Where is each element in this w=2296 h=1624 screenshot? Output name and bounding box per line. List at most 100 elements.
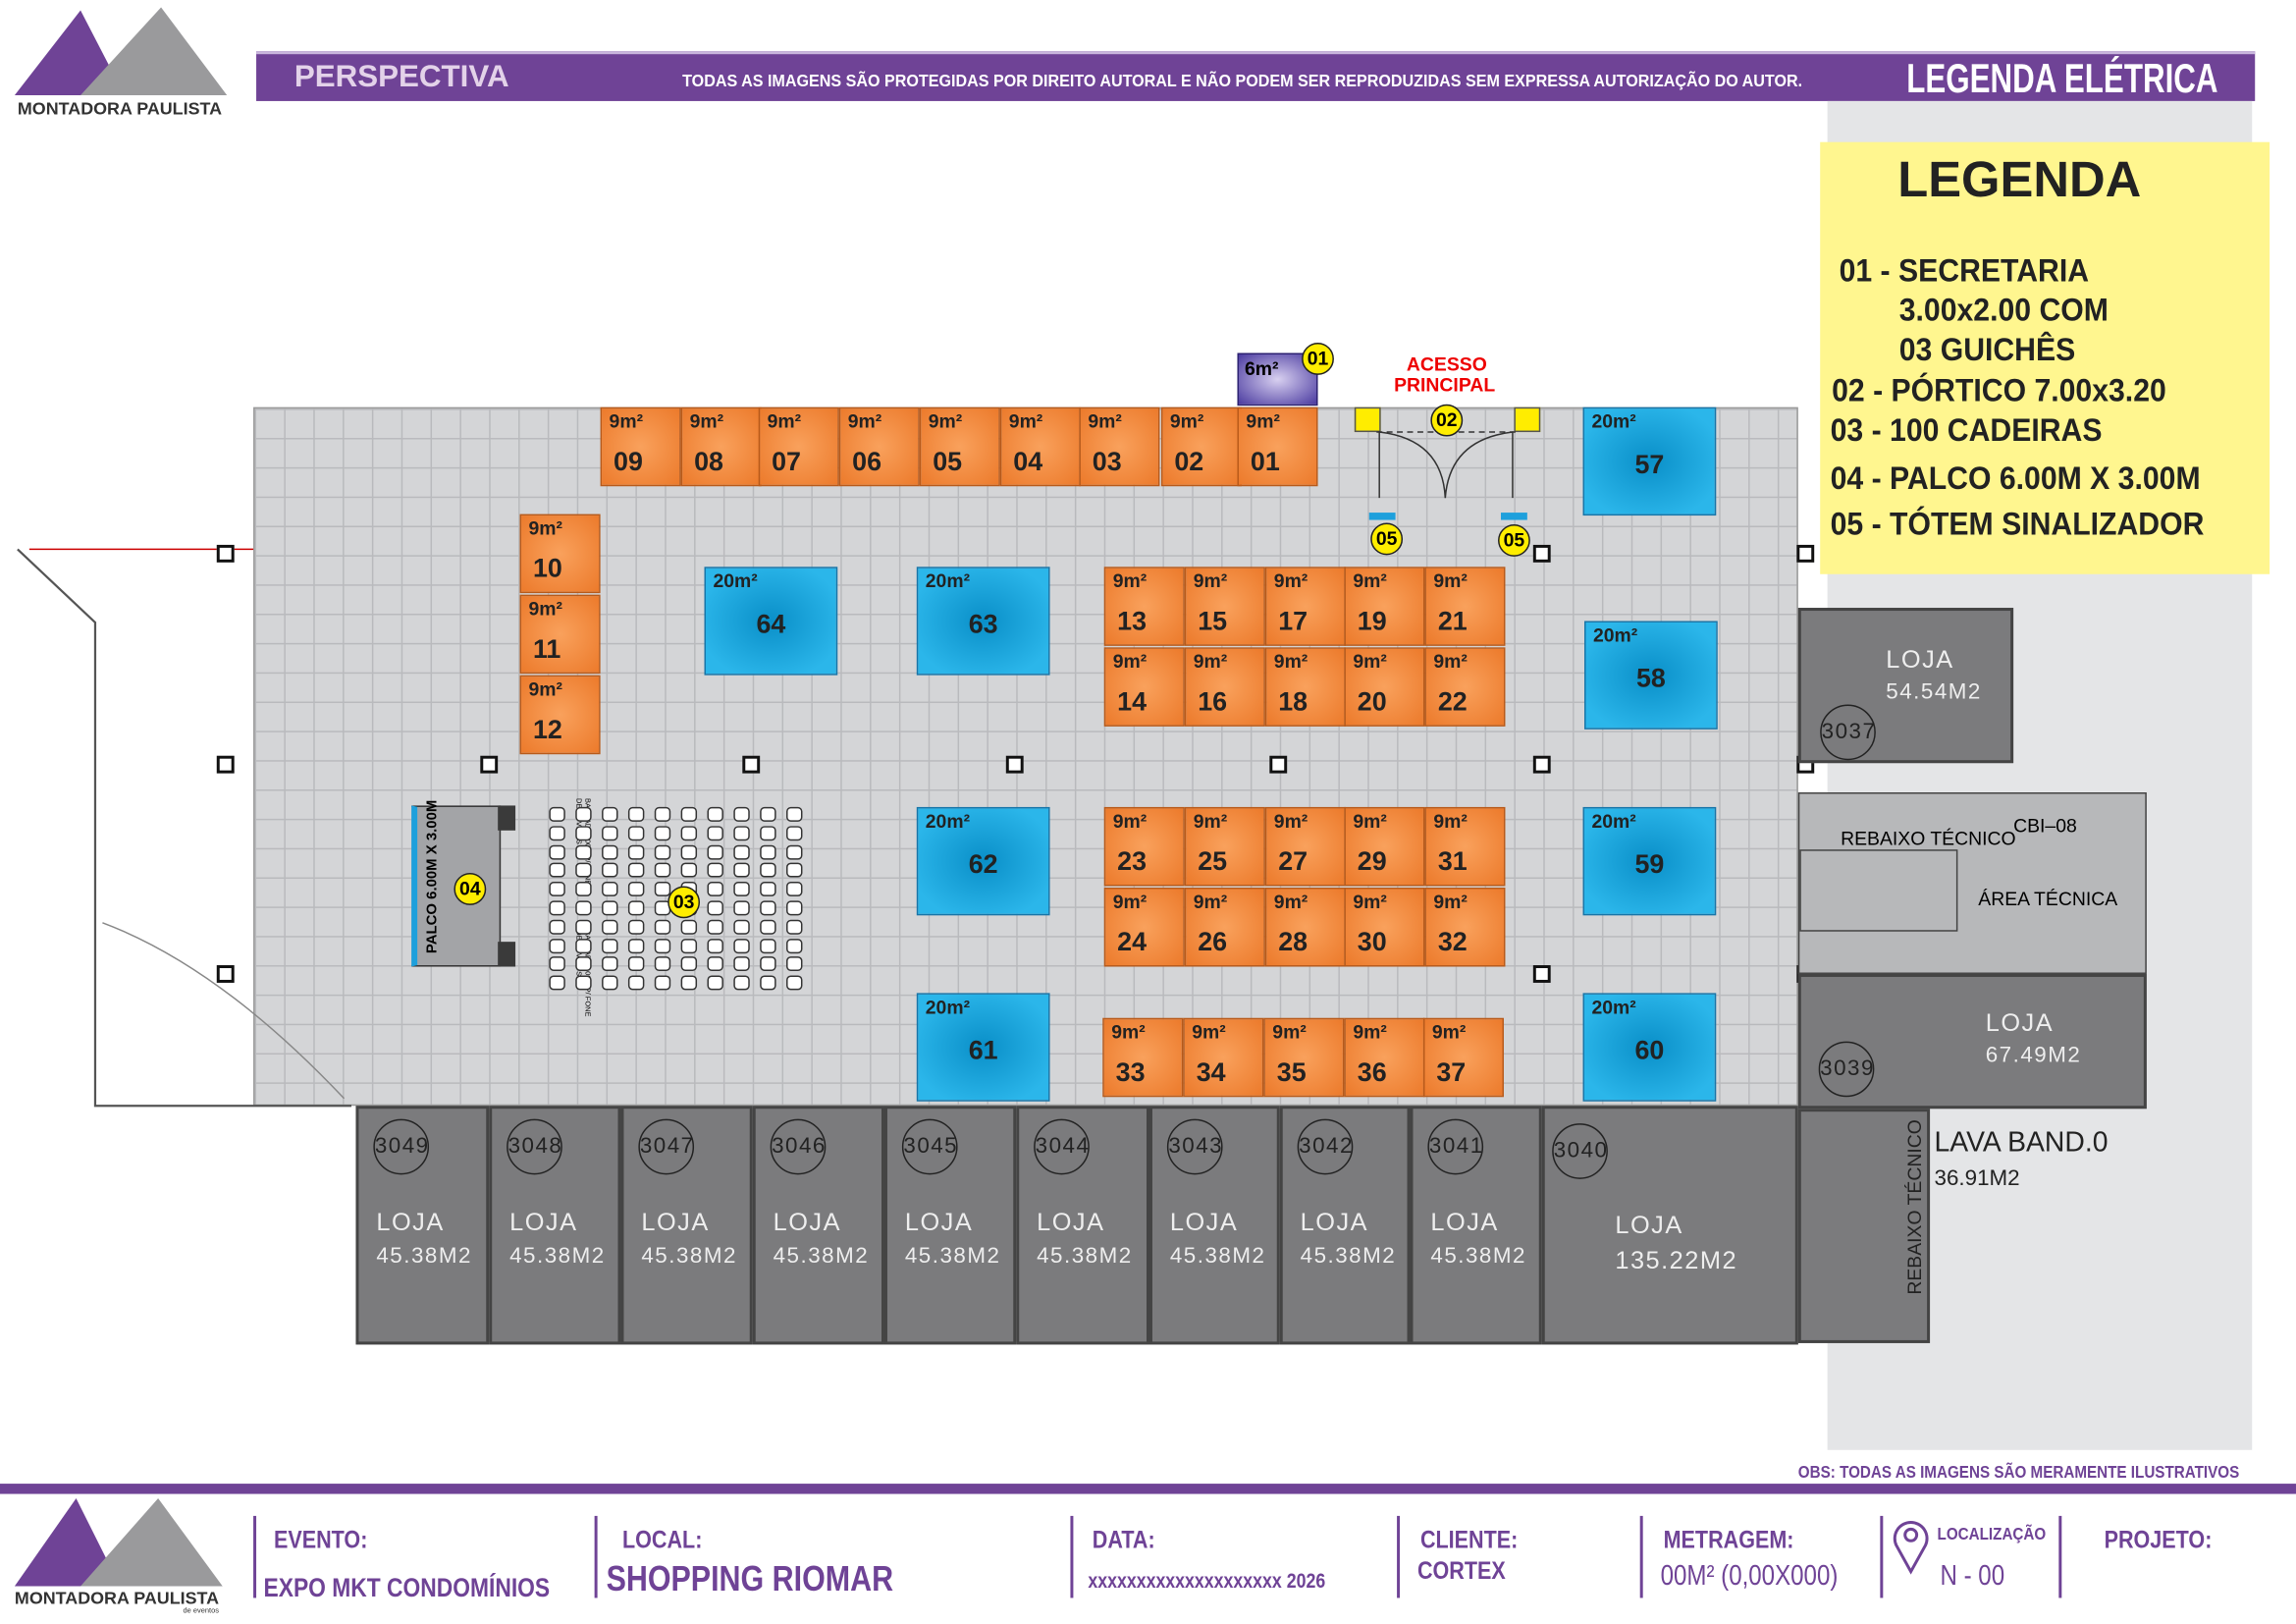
store-code: 3042 — [1297, 1118, 1354, 1175]
booth-number: 64 — [756, 609, 786, 639]
copyright-notice: TODAS AS IMAGENS SÃO PROTEGIDAS POR DIRE… — [682, 70, 1803, 91]
legend-item: 01 - SECRETARIA — [1839, 251, 2090, 289]
chair — [707, 900, 723, 916]
booth-9m2: 9m² 28 — [1264, 887, 1346, 967]
booth-number: 14 — [1117, 686, 1148, 717]
rebaixo-label: REBAIXO TÉCNICO — [1841, 827, 2016, 850]
booth-number: 21 — [1437, 606, 1468, 636]
booth-number: 23 — [1117, 846, 1148, 877]
chair — [786, 863, 803, 879]
bench — [498, 805, 516, 831]
booth-area: 20m² — [1591, 996, 1636, 1018]
chair — [707, 956, 723, 972]
chair — [627, 956, 645, 972]
booth-number: 15 — [1198, 606, 1228, 636]
chair — [786, 826, 803, 840]
brand-logo — [14, 7, 228, 95]
store-3039: 3039 LOJA 67.49M2 — [1797, 973, 2147, 1110]
chair — [654, 882, 671, 897]
chair — [602, 975, 618, 991]
store-code: 3047 — [638, 1118, 695, 1175]
chair — [707, 863, 723, 879]
booth-number: 33 — [1115, 1057, 1146, 1087]
left-entrance-outline — [17, 548, 352, 1108]
secretaria: 6m² — [1237, 352, 1318, 406]
pillar — [1796, 544, 1815, 563]
metragem-value: 00M² (0,00X000) — [1660, 1561, 1839, 1593]
store-label: LOJA — [904, 1208, 974, 1236]
store-code: 3039 — [1818, 1041, 1875, 1098]
chair — [654, 863, 671, 879]
booth-area: 9m² — [1169, 409, 1204, 433]
booth-area: 9m² — [1353, 809, 1387, 833]
chair — [575, 844, 592, 860]
booth-area: 9m² — [689, 409, 724, 433]
chair — [602, 844, 618, 860]
localizacao-label: LOCALIZAÇÃO — [1937, 1523, 2047, 1544]
chair — [575, 826, 592, 840]
chair — [549, 844, 565, 860]
store-label: LOJA — [1615, 1211, 1683, 1239]
booth-area: 20m² — [925, 569, 971, 592]
footer-bar — [0, 1484, 2296, 1494]
chair — [575, 863, 592, 879]
booth-number: 59 — [1634, 849, 1665, 880]
badge-totem: 05 — [1498, 524, 1530, 557]
entrance-label-1: ACESSO — [1406, 352, 1487, 375]
booth-area: 9m² — [1353, 650, 1387, 673]
booth-number: 01 — [1250, 446, 1280, 476]
chair — [654, 826, 671, 840]
store-area: 45.38M2 — [1037, 1243, 1133, 1269]
store-area: 45.38M2 — [641, 1243, 737, 1269]
chair — [627, 975, 645, 991]
booth-area: 9m² — [1431, 1020, 1467, 1044]
chair — [707, 844, 723, 860]
chair — [654, 956, 671, 972]
booth-number: 28 — [1278, 927, 1308, 957]
store-area: 54.54M2 — [1886, 679, 1982, 705]
store-code: 3049 — [373, 1118, 430, 1175]
store-label: LOJA — [509, 1208, 578, 1236]
chair — [549, 919, 565, 935]
chair — [707, 826, 723, 840]
booth-number: 25 — [1198, 846, 1228, 877]
chair — [760, 975, 776, 991]
store-area: 45.38M2 — [376, 1243, 472, 1269]
booth-number: 61 — [968, 1035, 998, 1065]
booth-number: 24 — [1117, 927, 1148, 957]
booth-area: 9m² — [1273, 890, 1308, 913]
chair — [733, 919, 750, 935]
booth-number: 36 — [1357, 1057, 1387, 1087]
booth-number: 05 — [933, 446, 963, 476]
chair — [654, 806, 671, 822]
chair — [733, 863, 750, 879]
chair — [549, 900, 565, 916]
area-tecnica-label: ÁREA TÉCNICA — [1978, 887, 2118, 910]
chair — [549, 938, 565, 953]
chair — [680, 826, 698, 840]
lava-area: 36.91M2 — [1934, 1165, 2020, 1191]
booth-number: 06 — [852, 446, 882, 476]
chair — [680, 956, 698, 972]
booth-number: 07 — [772, 446, 802, 476]
chair — [786, 956, 803, 972]
chair — [733, 900, 750, 916]
booth-number: 62 — [968, 849, 998, 880]
booth-number: 20 — [1357, 686, 1387, 717]
chair — [707, 975, 723, 991]
